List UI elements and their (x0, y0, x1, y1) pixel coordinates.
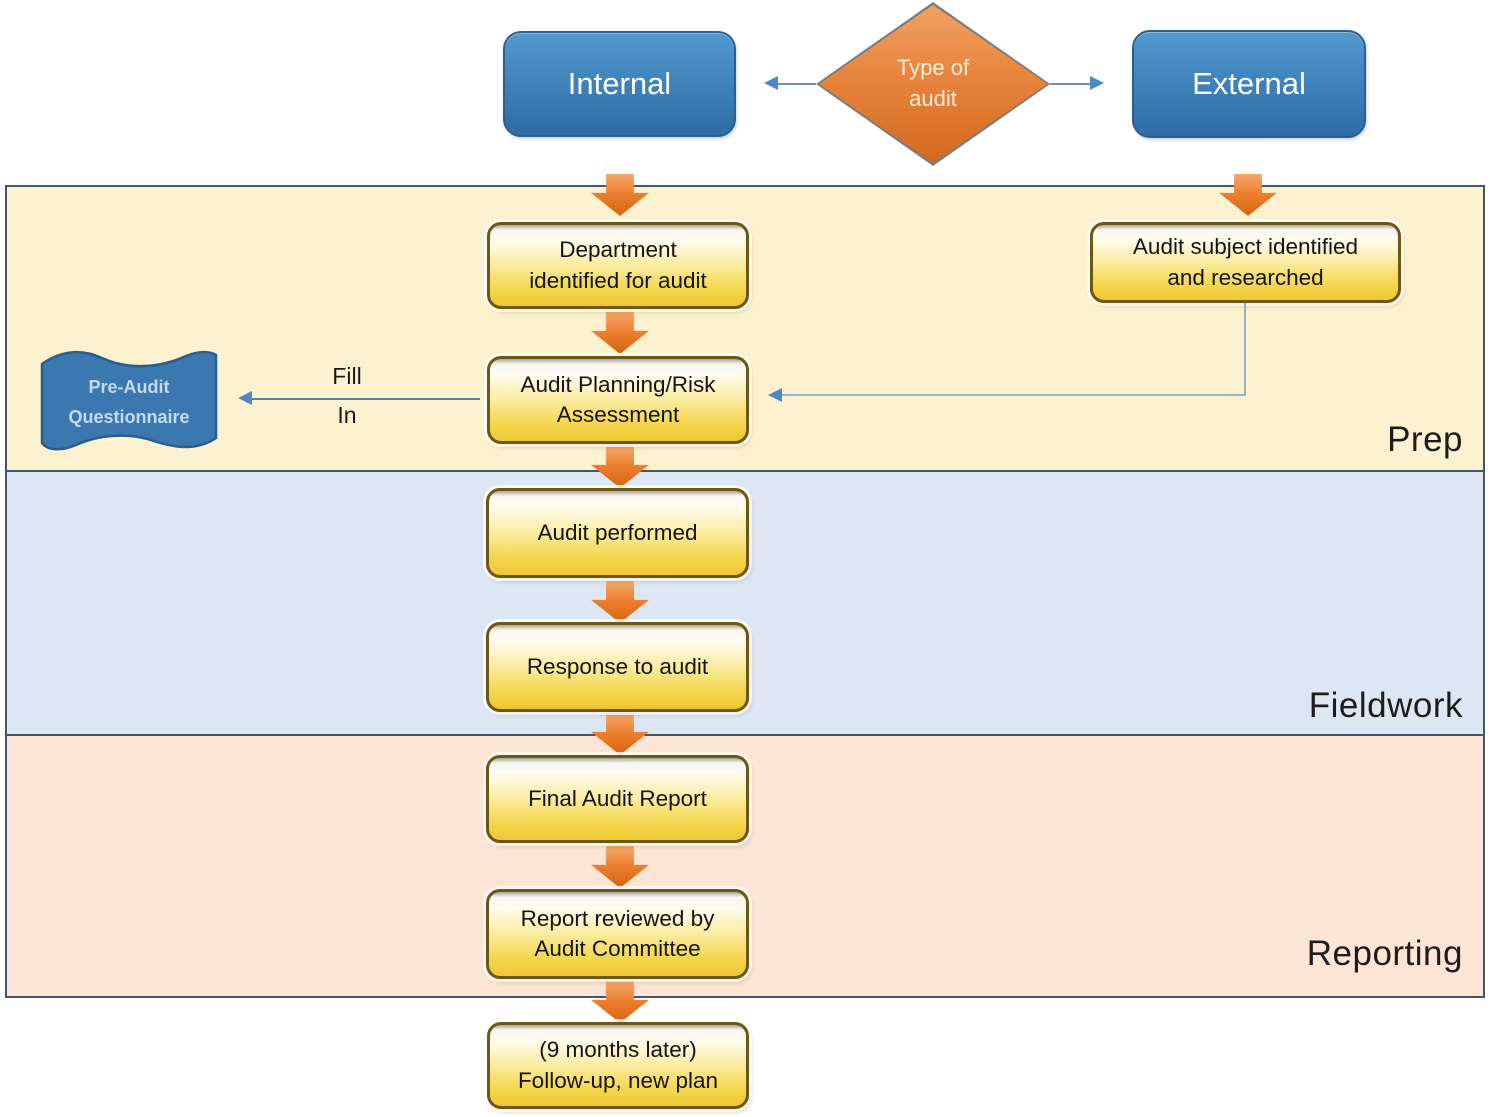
flag-shape (40, 350, 218, 451)
arrowhead-left-icon (768, 388, 782, 402)
pre-audit-questionnaire-flag (40, 350, 218, 451)
band-label-prep: Prep (1387, 420, 1463, 459)
step-followup-label: (9 months later) Follow-up, new plan (517, 1037, 719, 1093)
connector-decision-to-internal (778, 83, 816, 85)
decision-diamond: Type of audit (819, 5, 1047, 163)
pre-audit-questionnaire-label: Pre-Audit Questionnaire (68, 377, 190, 427)
connector-subject-to-planning (782, 394, 1246, 396)
step-planning-label: Audit Planning/Risk Assessment (520, 371, 716, 427)
connector-label-fill: Fill (332, 363, 362, 389)
step-follow-up-new-plan: (9 months later) Follow-up, new plan (487, 1022, 749, 1109)
step-performed-label: Audit performed (537, 519, 698, 545)
band-label-reporting: Reporting (1306, 934, 1463, 973)
step-response-to-audit: Response to audit (486, 622, 749, 712)
node-external-label: External (1192, 66, 1306, 101)
arrowhead-left-icon (238, 391, 252, 405)
step-department-identified: Department identified for audit (487, 222, 749, 309)
step-review-label: Report reviewed by Audit Committee (520, 905, 715, 961)
node-internal: Internal (503, 31, 736, 137)
step-audit-subject-identified: Audit subject identified and researched (1090, 222, 1401, 303)
step-department-label: Department identified for audit (529, 237, 707, 293)
band-label-fieldwork: Fieldwork (1308, 686, 1463, 725)
arrowhead-right-icon (1090, 76, 1104, 90)
connector-planning-to-questionnaire (252, 398, 480, 400)
step-report-reviewed-by-committee: Report reviewed by Audit Committee (486, 889, 749, 979)
step-final-report-label: Final Audit Report (528, 785, 707, 811)
step-audit-subject-label: Audit subject identified and researched (1132, 234, 1359, 290)
connector-decision-to-external (1050, 83, 1090, 85)
connector-label-in: In (337, 402, 357, 428)
connector-subject-down (1244, 303, 1246, 396)
step-audit-performed: Audit performed (486, 488, 749, 578)
node-external: External (1132, 30, 1366, 138)
decision-label: Type of audit (896, 55, 970, 111)
node-internal-label: Internal (567, 66, 672, 101)
decision-type-of-audit: Type of audit (816, 2, 1050, 166)
step-response-label: Response to audit (526, 653, 709, 679)
step-final-audit-report: Final Audit Report (486, 755, 749, 843)
arrowhead-left-icon (764, 76, 778, 90)
step-audit-planning-risk-assessment: Audit Planning/Risk Assessment (487, 356, 749, 444)
